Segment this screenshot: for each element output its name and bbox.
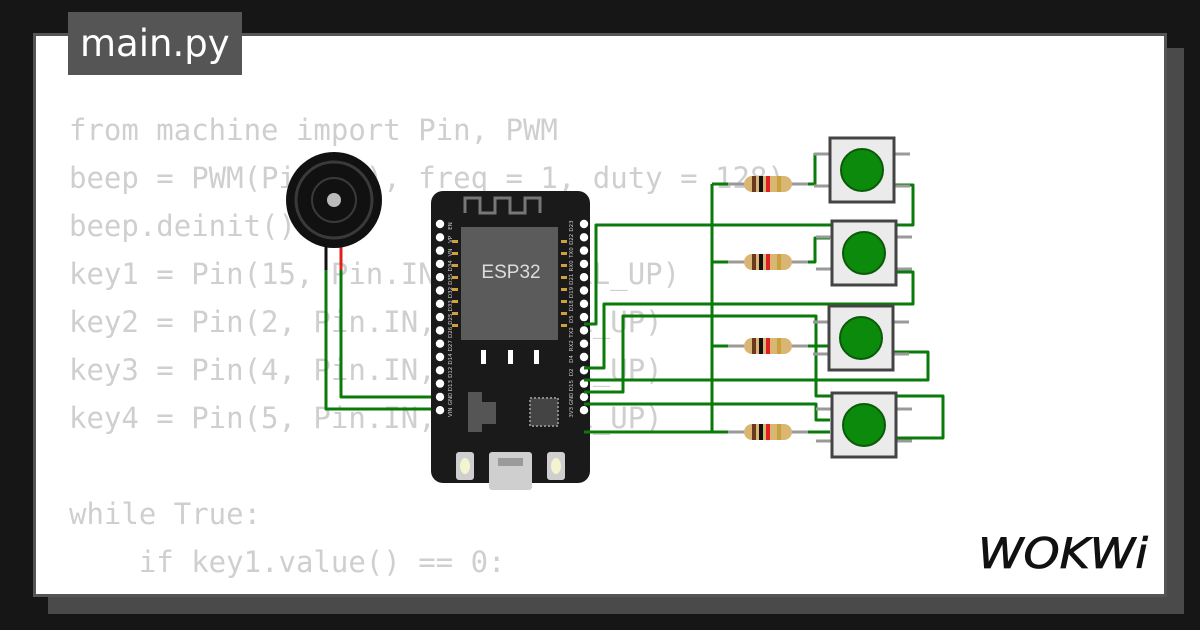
header-pin[interactable] <box>579 352 589 362</box>
header-pin[interactable] <box>435 299 445 308</box>
header-pin[interactable] <box>435 366 445 375</box>
push-button-1[interactable] <box>812 136 912 204</box>
resistor[interactable] <box>726 336 810 356</box>
header-pin[interactable] <box>579 312 589 322</box>
pin-label: D25 <box>448 313 454 325</box>
pin-label: D13 <box>448 379 454 391</box>
usb-port <box>489 452 532 490</box>
svg-text:WOKWi: WOKWi <box>978 529 1148 578</box>
code-line: beep.deinit() <box>69 209 296 243</box>
header-pin[interactable] <box>435 246 445 255</box>
header-pin[interactable] <box>579 219 589 229</box>
header-pin[interactable] <box>435 259 445 269</box>
header-pin[interactable] <box>579 406 589 415</box>
pin-label: VP <box>448 235 454 243</box>
pin-label: D32 <box>448 287 454 298</box>
file-tab[interactable]: main.py <box>68 12 242 75</box>
pin-label: D21 <box>569 274 575 285</box>
pin-label: RX0 <box>569 260 575 272</box>
header-pin[interactable] <box>435 233 445 242</box>
resistor[interactable] <box>726 422 810 442</box>
header-pin[interactable] <box>579 233 589 242</box>
pin-label: D4 <box>569 355 575 363</box>
esp32-board[interactable]: ESP32 ENVPVND34D35D32D33D25D26D27D14D12D… <box>431 191 590 490</box>
header-pin[interactable] <box>435 339 445 348</box>
pin-label: D23 <box>569 220 575 232</box>
header-pin[interactable] <box>435 326 445 335</box>
pin-label: D35 <box>448 273 454 285</box>
pin-label: GND <box>569 393 575 406</box>
push-button-4[interactable] <box>814 391 914 459</box>
header-pin[interactable] <box>435 312 445 322</box>
pin-label: D34 <box>448 260 454 272</box>
header-pin[interactable] <box>579 299 589 308</box>
header-pin[interactable] <box>579 273 589 282</box>
pin-label: VN <box>448 249 454 257</box>
pin-label: TX0 <box>569 247 575 259</box>
header-pin[interactable] <box>579 326 589 335</box>
push-button-2[interactable] <box>814 219 914 287</box>
code-line: while True: <box>69 497 262 531</box>
header-pin[interactable] <box>435 286 445 295</box>
push-button-3[interactable] <box>811 304 911 372</box>
wokwi-logo: WOKWi <box>978 529 1149 579</box>
pin-label: RX2 <box>569 340 575 351</box>
buzzer[interactable] <box>286 152 382 270</box>
header-pin[interactable] <box>435 273 445 282</box>
header-pin[interactable] <box>579 246 589 255</box>
en-button[interactable] <box>456 452 474 480</box>
pin-label: D14 <box>448 353 454 365</box>
pin-label: D27 <box>448 340 454 352</box>
header-pin[interactable] <box>435 406 445 415</box>
pin-label: D18 <box>569 300 575 312</box>
code-line: if key1.value() == 0: <box>69 545 506 579</box>
pin-label: GND <box>448 393 454 406</box>
pin-label: TX2 <box>569 327 575 339</box>
header-pin[interactable] <box>579 392 589 402</box>
pin-label: D33 <box>448 300 454 312</box>
chip-label: ESP32 <box>481 262 540 283</box>
pin-label: VIN <box>448 407 454 417</box>
pin-label: D26 <box>448 326 454 338</box>
pin-label: D19 <box>569 286 575 298</box>
header-pin[interactable] <box>435 352 445 362</box>
boot-button[interactable] <box>547 452 565 480</box>
pin-label: EN <box>448 222 454 230</box>
header-pin[interactable] <box>435 392 445 402</box>
code-line: beep = PWM(Pin(13), freq = 294, duty = 1… <box>69 586 960 594</box>
header-pin[interactable] <box>579 339 589 348</box>
resistor[interactable] <box>726 252 810 272</box>
resistor[interactable] <box>726 174 810 194</box>
header-pin[interactable] <box>435 219 445 229</box>
pin-label: D15 <box>569 379 575 391</box>
pin-label: D2 <box>569 368 575 376</box>
pin-label: D12 <box>448 367 454 378</box>
pin-label: D5 <box>569 315 575 323</box>
header-pin[interactable] <box>579 286 589 295</box>
pin-label: D22 <box>569 234 575 245</box>
pin-label: 3V3 <box>569 406 575 417</box>
header-pin[interactable] <box>579 259 589 269</box>
header-pin[interactable] <box>435 379 445 388</box>
code-line: from machine import Pin, PWM <box>69 113 558 147</box>
